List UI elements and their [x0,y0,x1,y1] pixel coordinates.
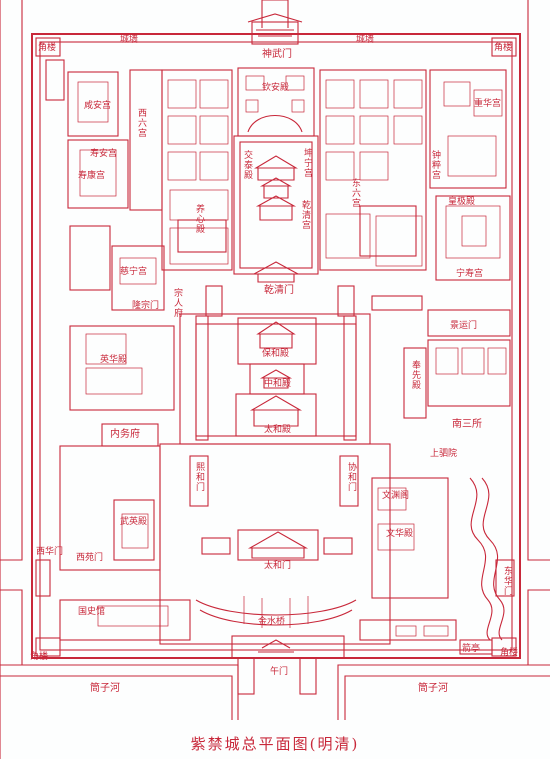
east-palace-complexes [359,69,511,407]
shenwumen-building [247,13,303,45]
moat-west-label: 筒子河 [90,683,120,694]
donghuamen-label: 东华门 [502,566,512,596]
xiehemen-label: 协和门 [346,462,356,492]
corner-tower-ne-label: 角楼 [494,43,513,53]
moat-east-label: 筒子河 [418,683,448,694]
zongren-label: 宗人府 [172,288,182,318]
baohedian-label: 保和殿 [262,349,290,359]
corner-tower-se-label: 角楼 [500,648,519,658]
wumen-building [231,635,345,695]
west-outer-court [35,423,191,641]
zhongcuigong-label: 钟粹宫 [430,150,440,180]
shoukanggong-label: 寿康宫 [78,171,106,181]
jingyunmen-label: 景运门 [450,321,478,331]
yangxindian-label: 养心殿 [194,204,204,234]
east-six-palaces [319,69,427,271]
kunninggong-label: 坤宁宫 [302,148,312,178]
jianting-label: 箭亭 [462,644,481,654]
wall-label-2: 城墙 [356,35,375,45]
wumen-label: 午门 [270,667,289,677]
corner-tower-nw-label: 角楼 [38,43,57,53]
shenwumen-label: 神武门 [262,49,292,60]
inner-court [233,135,319,283]
west-six-palaces [161,69,233,271]
zhonghedian-label: 中和殿 [264,379,292,389]
qianqingmen-label: 乾清门 [264,285,294,296]
cininggong-label: 慈宁宫 [120,267,148,277]
yinghuadian-label: 英华殿 [100,355,128,365]
taihedian-label: 太和殿 [264,425,292,435]
wall-label-1: 城墙 [120,35,139,45]
ningshougong-label: 宁寿宫 [456,269,484,279]
shouangong-label: 寿安宫 [90,149,118,159]
huijimen-label: 隆宗门 [132,301,160,311]
west-six-label: 西六宫 [136,108,146,138]
shangsiyuan-label: 上驷院 [430,449,458,459]
fengxiandian-label: 奉先殿 [410,360,420,390]
outer-court [179,285,371,445]
neiwufu-label: 内务府 [110,429,140,440]
nansansuo-label: 南三所 [452,419,482,430]
imperial-garden [237,67,315,137]
xiyuanmen-label: 西苑门 [76,553,104,563]
west-palace-complexes [45,59,227,411]
qinandian-label: 钦安殿 [262,83,290,93]
huangjidian-label: 皇极殿 [448,197,476,207]
chonghua-label: 重华宫 [474,99,502,109]
map-caption: 紫禁城总平面图(明清) [190,735,360,753]
wuyingdian-label: 武英殿 [120,517,148,527]
corner-tower-sw-label: 角楼 [30,652,49,662]
wenyuange-label: 文渊阁 [382,491,410,501]
east-outer-court [359,347,515,655]
xihuamen-label: 西华门 [36,547,64,557]
taihemen-label: 太和门 [264,561,292,571]
xiandagong-label: 咸安宫 [84,101,112,111]
qianqinggong-label: 乾清宫 [300,200,310,230]
guoshiguan-label: 国史馆 [78,607,106,617]
jinshuiqiao-label: 金水桥 [258,617,286,627]
jiaotaidian-label: 交泰殿 [242,150,252,180]
xihemen-label: 熙和门 [194,462,204,492]
east-six-label: 东六宫 [350,178,360,208]
wenhuadian-label: 文华殿 [386,529,414,539]
